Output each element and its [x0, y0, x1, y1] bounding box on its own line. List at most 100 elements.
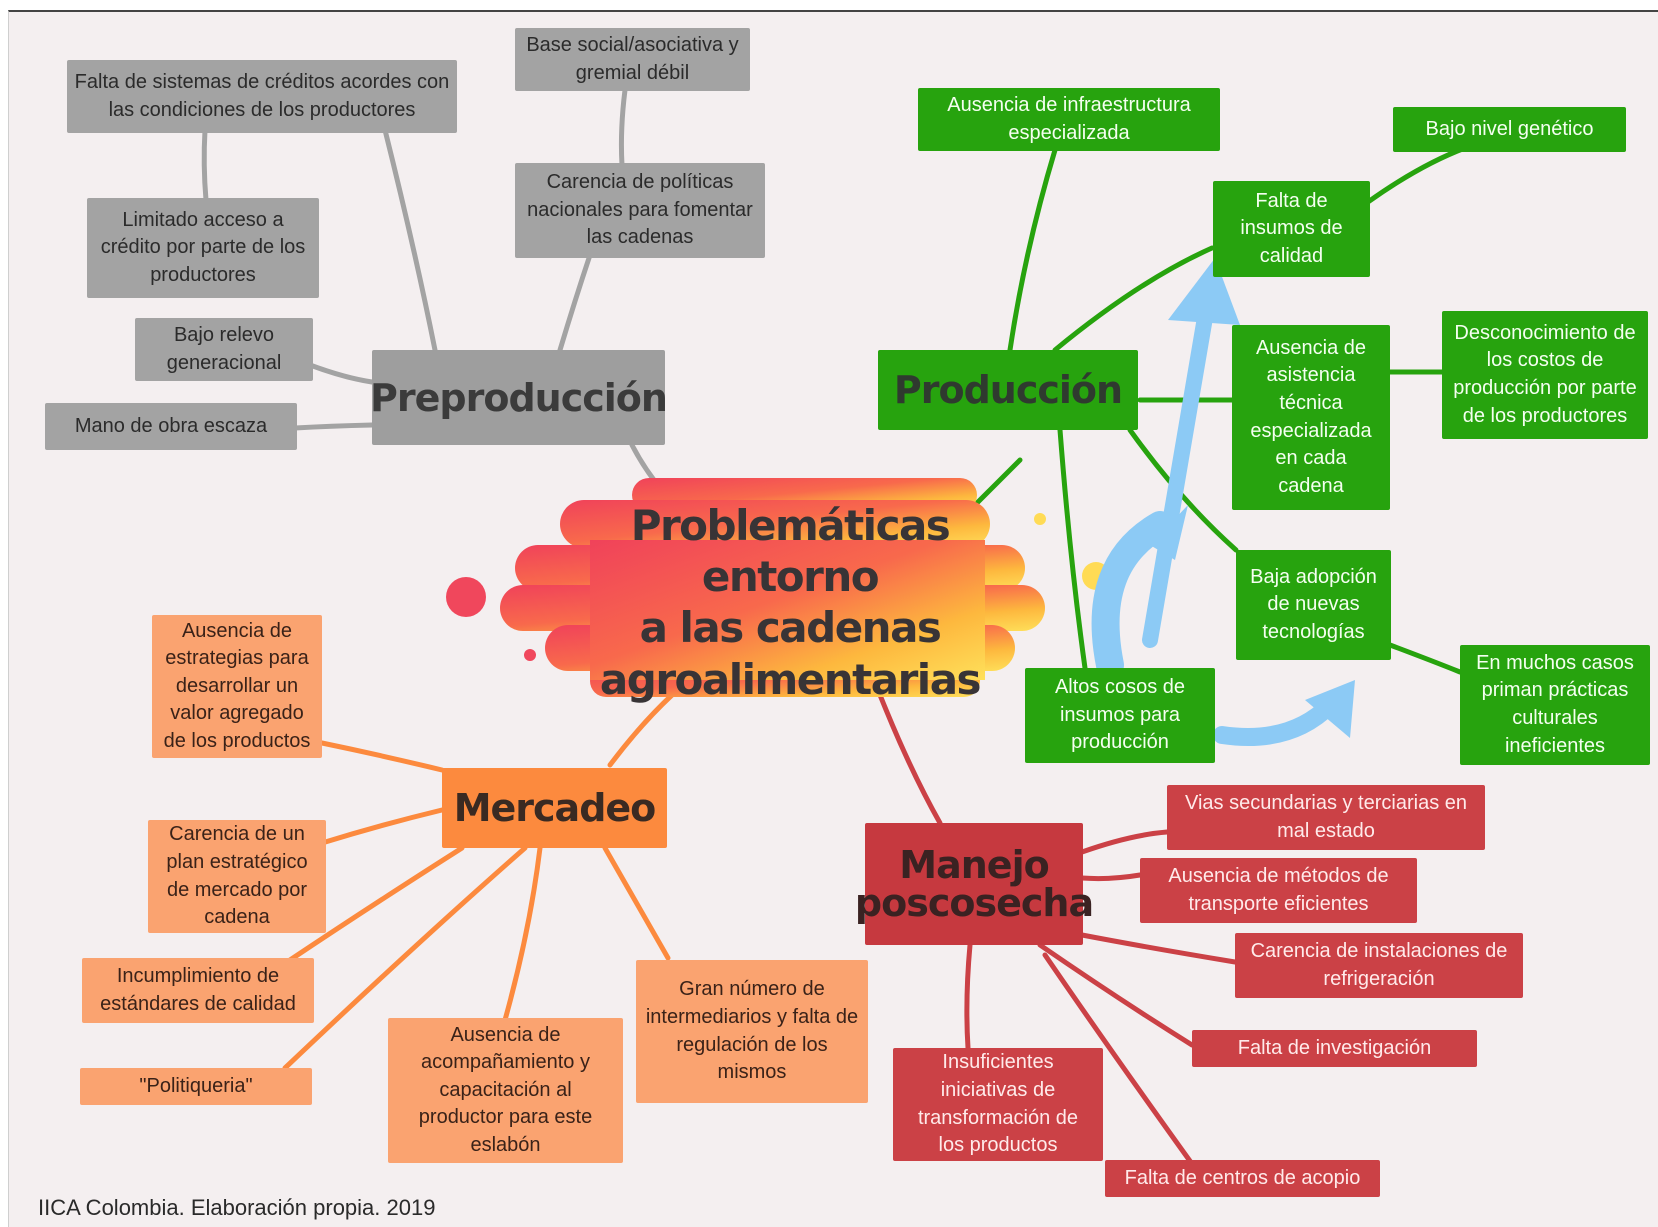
node-carencia-politicas: Carencia de políticas nacionales para fo…: [515, 163, 765, 258]
node-falta-creditos: Falta de sistemas de créditos acordes co…: [67, 60, 457, 133]
node-text: Limitado acceso a: [122, 208, 284, 231]
node-base-social: Base social/asociativa y gremial débil: [515, 28, 750, 91]
node-mano-obra: Mano de obra escaza: [45, 403, 297, 450]
connector-line: [1365, 145, 1468, 205]
node-text: intermediarios y falta de: [645, 1005, 859, 1028]
node-text: acompañamiento y: [421, 1051, 590, 1074]
connector-line: [557, 252, 593, 353]
node-text: Falta de: [1255, 189, 1328, 212]
node-altos-costos-insumos: Altos cosos de insumos para producción: [1025, 668, 1215, 763]
hub-poscosecha: Manejo poscosecha: [855, 823, 1094, 945]
central-title-line: agroalimentarias: [599, 654, 982, 704]
node-text: iniciativas de: [940, 1078, 1056, 1101]
node-text: Ausencia de: [1255, 336, 1367, 359]
node-text: Vias secundarias y terciarias en: [1185, 791, 1467, 814]
node-text: valor agregado: [170, 702, 304, 725]
node-text: de los productos: [163, 729, 311, 752]
node-falta-investigacion: Falta de investigación: [1192, 1030, 1477, 1067]
node-text: "Politiqueria": [139, 1074, 253, 1097]
node-limitado-acceso-credito: Limitado acceso a crédito por parte de l…: [87, 198, 319, 298]
node-text: Carencia de políticas: [546, 171, 734, 194]
node-text: Bajo nivel genético: [1425, 117, 1594, 140]
connector-line: [607, 692, 675, 768]
node-text: Ausencia de: [181, 619, 293, 642]
node-text: productor para este: [418, 1106, 593, 1129]
node-text: cadena: [1278, 474, 1344, 497]
central-title: Problemáticas entorno a las cadenas agro…: [560, 500, 1020, 705]
node-text: Falta de sistemas de créditos acordes co…: [74, 70, 450, 93]
node-text: los costos de: [1486, 349, 1604, 372]
node-desconocimiento-costos: Desconocimiento de los costos de producc…: [1442, 311, 1648, 439]
node-intermediarios: Gran número de intermediarios y falta de…: [636, 960, 868, 1103]
node-text: crédito por parte de los: [100, 236, 306, 259]
node-infraestructura: Ausencia de infraestructura especializad…: [918, 88, 1220, 151]
connector-line: [1079, 872, 1143, 882]
node-text: cadena: [204, 906, 270, 929]
node-text: técnica: [1279, 391, 1343, 414]
node-text: insumos de: [1240, 217, 1343, 240]
node-baja-adopcion: Baja adopción de nuevas tecnologías: [1236, 550, 1391, 660]
node-text: mismos: [717, 1061, 787, 1084]
arrow-straight: [1142, 292, 1216, 648]
node-text: culturales: [1512, 707, 1598, 729]
node-practicas-culturales: En muchos casos priman prácticas cultura…: [1460, 645, 1650, 765]
hub-mercadeo: Mercadeo: [442, 768, 667, 848]
node-text: estrategias para: [165, 647, 309, 670]
node-plan-estrategico: Carencia de un plan estratégico de merca…: [148, 820, 326, 933]
arrowhead: [1305, 680, 1355, 738]
node-text: Desconocimiento de: [1454, 321, 1636, 344]
node-text: producción: [1071, 731, 1169, 754]
node-text: transporte eficientes: [1188, 892, 1369, 915]
hub-produccion: Producción: [878, 350, 1138, 430]
connector-line: [618, 87, 628, 168]
connector-line: [319, 807, 445, 846]
node-asistencia-tecnica: Ausencia de asistencia técnica especiali…: [1232, 325, 1390, 510]
node-text: mal estado: [1277, 819, 1375, 842]
node-text: en cada: [1275, 447, 1347, 470]
node-text: plan estratégico: [166, 850, 308, 873]
connector-line: [201, 127, 209, 203]
central-title-line: a las cadenas: [639, 603, 942, 653]
node-bajo-nivel-genetico: Bajo nivel genético: [1393, 107, 1626, 152]
node-centros-acopio: Falta de centros de acopio: [1105, 1160, 1380, 1197]
node-text: gremial débil: [575, 61, 690, 84]
connector-line: [292, 422, 375, 431]
node-text: Gran número de: [679, 978, 825, 1001]
node-estandares-calidad: Incumplimiento de estándares de calidad: [82, 958, 314, 1023]
node-text: Ausencia de métodos de: [1168, 864, 1389, 887]
node-transporte: Ausencia de métodos de transporte eficie…: [1140, 858, 1417, 923]
credit-text: IICA Colombia. Elaboración propia. 2019: [38, 1195, 436, 1220]
arrow-curve: [1091, 511, 1174, 679]
node-text: Ausencia de infraestructura: [947, 93, 1191, 116]
node-text: Insuficientes: [942, 1051, 1054, 1074]
node-text: En muchos casos: [1476, 651, 1634, 674]
node-text: insumos para: [1059, 703, 1181, 726]
node-text: regulación de los: [676, 1033, 828, 1056]
node-text: nacionales para fomentar: [527, 198, 753, 221]
connector-line: [602, 845, 671, 961]
node-politiqueria: "Politiqueria": [80, 1068, 312, 1105]
connector-line: [319, 740, 445, 773]
node-text: asistencia: [1266, 364, 1356, 387]
connector-line: [1057, 427, 1088, 671]
connector-line: [502, 845, 543, 1023]
central-brush-shape: [446, 478, 1110, 697]
poscosecha-connectors: [877, 692, 1238, 1171]
preproduccion-connectors: [201, 87, 665, 493]
connector-line: [1079, 829, 1170, 855]
connector-line: [1079, 932, 1238, 965]
node-text: de mercado por: [166, 878, 308, 901]
node-text: especializada: [1250, 419, 1372, 442]
central-title-line: Problemáticas entorno: [630, 501, 951, 602]
connector-line: [1052, 245, 1215, 353]
node-text: generacional: [166, 351, 282, 374]
node-text: las cadenas: [586, 226, 694, 249]
node-transformacion-productos: Insuficientes iniciativas de transformac…: [893, 1048, 1103, 1161]
node-text: Carencia de instalaciones de: [1250, 939, 1508, 962]
node-text: capacitación al: [439, 1078, 572, 1101]
node-bajo-relevo: Bajo relevo generacional: [135, 318, 313, 381]
arrow-curve: [1213, 696, 1339, 746]
node-text: Carencia de un: [169, 823, 305, 846]
decorative-arrows: [1091, 258, 1355, 746]
